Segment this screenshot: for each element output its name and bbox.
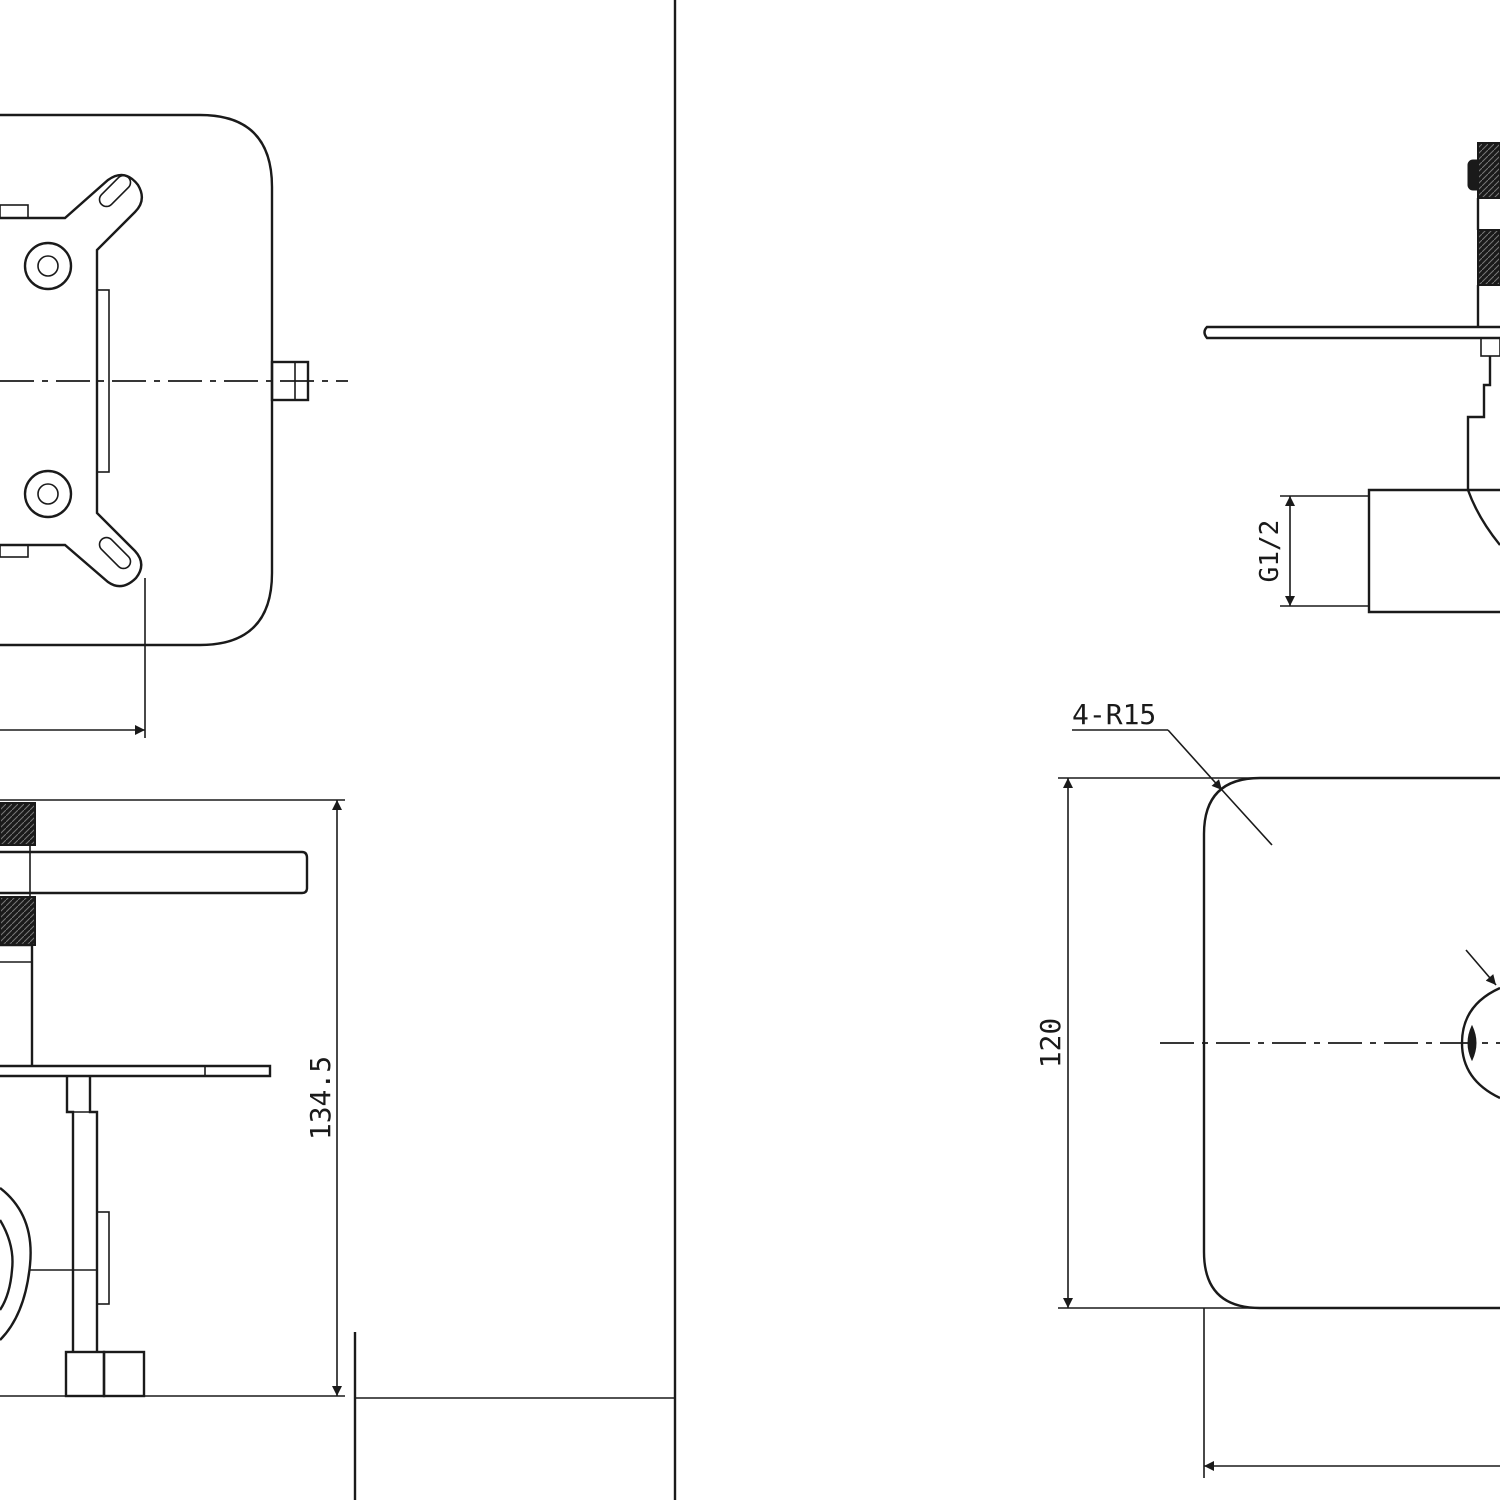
bracket-tab-bottom xyxy=(0,544,29,558)
bracket-side-bar xyxy=(96,289,110,473)
side-height-label: 134.5 xyxy=(304,1056,337,1140)
radius-leader-tail xyxy=(1221,789,1273,846)
front-handle-circle xyxy=(1460,986,1500,1100)
bracket-slot-bottom xyxy=(98,536,132,570)
bracket-tab-top xyxy=(0,204,29,219)
top-view: G1/2 xyxy=(1203,142,1500,614)
inlet-ring-outer xyxy=(0,1187,32,1341)
cover-plate xyxy=(0,1064,272,1078)
front-view: 120 4-R15 xyxy=(1034,698,1500,1478)
corner-radius-label: 4-R15 xyxy=(1072,698,1156,731)
base-foot-left xyxy=(64,1350,106,1398)
mounting-hole-top-outer xyxy=(23,241,73,291)
base-foot-right xyxy=(102,1350,146,1398)
back-plate-outline xyxy=(0,113,274,647)
top-stem xyxy=(1466,356,1492,490)
knurled-knob-lower xyxy=(0,896,36,946)
valve-body xyxy=(65,1076,75,1352)
back-plate-view xyxy=(0,113,348,738)
body-side-fitting xyxy=(96,1211,110,1305)
side-view: 134.5 xyxy=(0,799,675,1500)
front-handle-pivot xyxy=(1467,1024,1477,1062)
top-inlet xyxy=(1367,488,1500,614)
mounting-hole-bottom-inner xyxy=(37,483,59,505)
mounting-hole-top-inner xyxy=(37,255,59,277)
top-knurled-knob-upper xyxy=(1477,142,1500,199)
top-knurled-knob-lower xyxy=(1477,229,1500,286)
bracket-slot-top xyxy=(98,174,132,208)
handle-lever xyxy=(0,850,309,895)
radius-leader xyxy=(1167,729,1223,791)
top-body-curve xyxy=(1466,489,1500,546)
mounting-hole-bottom-outer xyxy=(23,469,73,519)
handle-diameter-leader xyxy=(1465,949,1497,986)
front-height-label: 120 xyxy=(1034,1018,1067,1069)
top-cover-plate xyxy=(1203,325,1500,340)
valve-stem xyxy=(0,943,34,1066)
knurled-knob-upper xyxy=(0,802,36,846)
thread-label: G1/2 xyxy=(1255,520,1285,583)
top-stem-collar xyxy=(1480,337,1500,357)
